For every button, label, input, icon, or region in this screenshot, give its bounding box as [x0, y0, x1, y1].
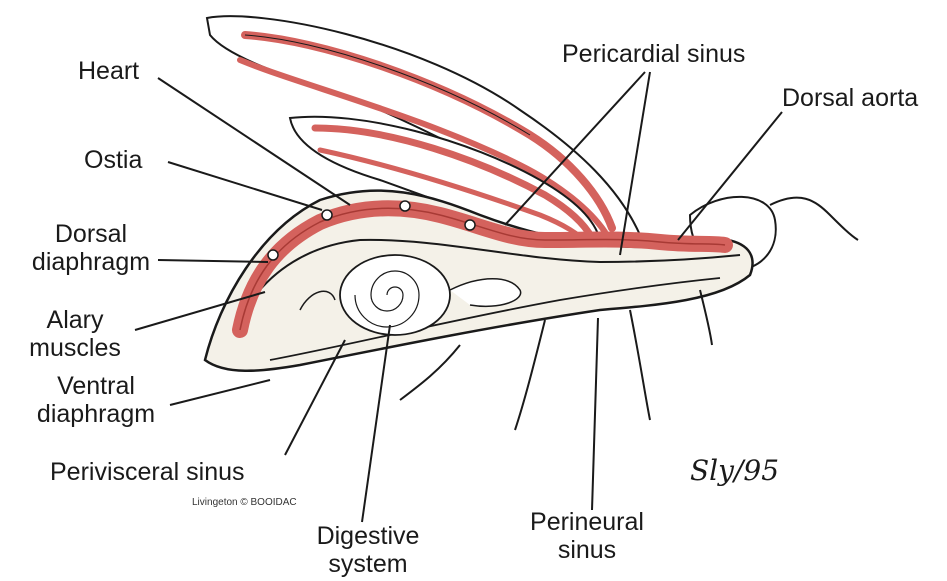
leader-perivisceral-sinus	[285, 340, 345, 455]
label-perineural-sinus-line2: sinus	[517, 536, 657, 564]
label-dorsal-diaphragm-line1: Dorsal	[26, 220, 156, 248]
label-digestive-system: Digestive system	[303, 522, 433, 578]
label-alary-muscles-line2: muscles	[20, 334, 130, 362]
label-ostia: Ostia	[84, 146, 142, 174]
leader-alary-muscles	[135, 292, 265, 330]
leader-ostia	[168, 162, 322, 210]
leader-pericardial-sinus-2	[620, 72, 650, 255]
label-dorsal-aorta: Dorsal aorta	[782, 84, 918, 112]
leader-ventral-diaphragm	[170, 380, 270, 405]
label-digestive-system-line1: Digestive	[303, 522, 433, 550]
label-ventral-diaphragm-line2: diaphragm	[26, 400, 166, 428]
credit: Livingeton © BOOIDAC	[192, 497, 297, 508]
label-dorsal-diaphragm-line2: diaphragm	[26, 248, 156, 276]
label-alary-muscles: Alary muscles	[20, 306, 130, 362]
leader-heart	[158, 78, 350, 205]
label-perivisceral-sinus: Perivisceral sinus	[50, 458, 245, 486]
leader-pericardial-sinus-1	[505, 72, 645, 225]
leader-dorsal-aorta	[678, 112, 782, 240]
label-digestive-system-line2: system	[303, 550, 433, 578]
label-ventral-diaphragm: Ventral diaphragm	[26, 372, 166, 428]
label-ventral-diaphragm-line1: Ventral	[26, 372, 166, 400]
label-dorsal-diaphragm: Dorsal diaphragm	[26, 220, 156, 276]
label-heart: Heart	[78, 57, 139, 85]
leader-perineural-sinus	[592, 318, 598, 510]
label-pericardial-sinus: Pericardial sinus	[562, 40, 745, 68]
leader-dorsal-diaphragm	[158, 260, 268, 262]
label-perineural-sinus-line1: Perineural	[517, 508, 657, 536]
label-perineural-sinus: Perineural sinus	[517, 508, 657, 564]
label-alary-muscles-line1: Alary	[20, 306, 130, 334]
leader-digestive-system	[362, 325, 390, 522]
